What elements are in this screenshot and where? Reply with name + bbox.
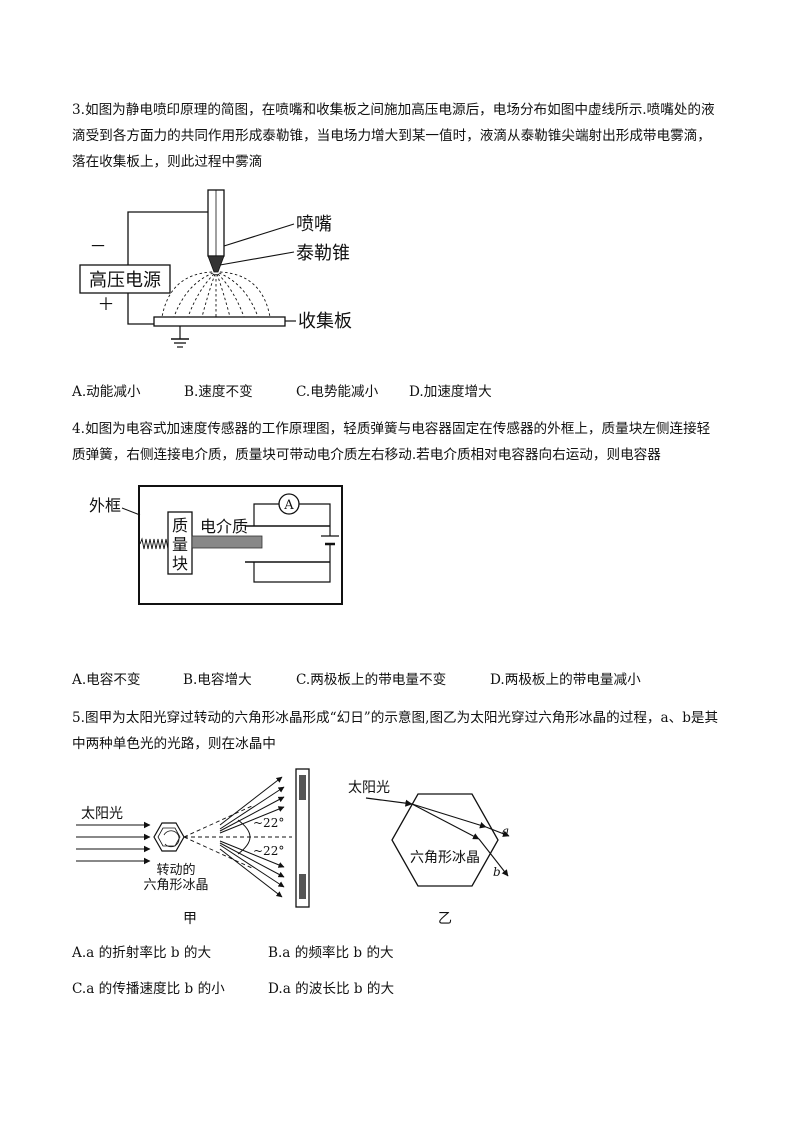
plus-sign: ＋ [98, 295, 115, 315]
caption-yi: 乙 [438, 911, 452, 927]
frame-label: 外框 [89, 496, 121, 515]
q5-option-d[interactable]: D.a 的波长比 b 的大 [268, 981, 395, 997]
mass-char-2: 量 [172, 535, 188, 554]
angle-bottom-label: ~22° [253, 844, 284, 858]
crystal-label-yi: 六角形冰晶 [410, 850, 480, 866]
sunlight-label-jia: 太阳光 [81, 806, 123, 822]
q5-option-c[interactable]: C.a 的传播速度比 b 的小 [72, 981, 225, 997]
parhelion-figure-jia: 太阳光 转动的 六角形冰晶 ~22° ~22° 甲 [76, 768, 310, 927]
capacitive-sensor-figure: 外框 质 量 块 电介质 A [89, 485, 343, 605]
q4-option-c[interactable]: C.两极板上的带电量不变 [296, 672, 447, 688]
q4-option-a[interactable]: A.电容不变 [72, 672, 141, 688]
angle-top-label: ~22° [253, 816, 284, 830]
mass-char-1: 质 [172, 516, 188, 535]
q4-option-b[interactable]: B.电容增大 [183, 672, 252, 688]
question-3-text: 3.如图为静电喷印原理的简图，在喷嘴和收集板之间施加高压电源后，电场分布如图中虚… [72, 102, 715, 170]
q3-option-c[interactable]: C.电势能减小 [296, 384, 379, 400]
nozzle-label: 喷嘴 [296, 214, 332, 235]
caption-jia: 甲 [183, 911, 197, 927]
q5-option-b[interactable]: B.a 的频率比 b 的大 [268, 945, 394, 961]
hexagon-refraction-figure-yi: 太阳光 六角形冰晶 a b 乙 [348, 780, 510, 927]
power-source-label: 高压电源 [89, 270, 161, 291]
q4-option-d[interactable]: D.两极板上的带电量减小 [490, 672, 641, 688]
question-4-text: 4.如图为电容式加速度传感器的工作原理图，轻质弹簧与电容器固定在传感器的外框上，… [72, 421, 711, 463]
crystal-label-line-1: 转动的 [156, 862, 195, 878]
collector-plate-label: 收集板 [298, 311, 352, 332]
ray-a-label: a [502, 824, 509, 838]
ray-b-label: b [493, 865, 501, 879]
q5-option-a[interactable]: A.a 的折射率比 b 的大 [72, 945, 212, 961]
minus-sign: － [90, 237, 107, 257]
taylor-cone-label: 泰勒锥 [296, 243, 350, 264]
dielectric-label: 电介质 [200, 517, 248, 536]
q3-option-b[interactable]: B.速度不变 [184, 384, 253, 400]
question-5-text: 5.图甲为太阳光穿过转动的六角形冰晶形成“幻日”的示意图,图乙为太阳光穿过六角形… [72, 710, 719, 752]
crystal-label-line-2: 六角形冰晶 [143, 878, 208, 893]
q3-option-d[interactable]: D.加速度增大 [409, 384, 492, 400]
sunlight-label-yi: 太阳光 [348, 780, 390, 796]
electrostatic-printing-figure: 高压电源 － ＋ 喷嘴 泰勒锥 收集板 [79, 189, 352, 348]
ammeter-label: A [283, 498, 294, 513]
mass-char-3: 块 [172, 554, 188, 573]
q3-option-a[interactable]: A.动能减小 [72, 384, 141, 400]
